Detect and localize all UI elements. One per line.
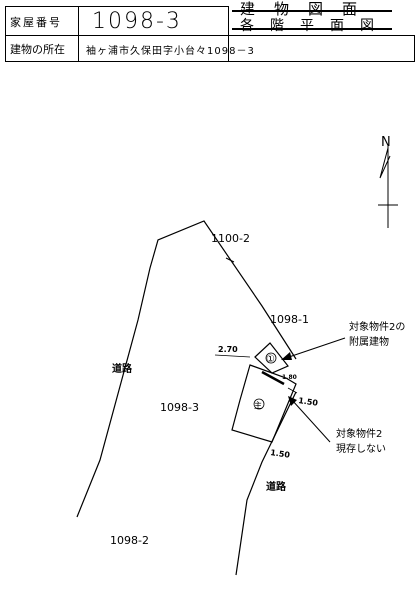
north-arrow [378,145,398,228]
annex-arrow-head [281,352,292,360]
location-label: 建物の所在 [10,43,65,56]
road-boundary-right [235,391,297,576]
lot-1100-2: 1100-2 [211,232,250,245]
dim-270: 2.70 [218,345,238,354]
north-label: N [381,135,391,150]
circle-main: 主 [254,400,262,410]
title-line1: 建 物 図 面 [240,0,360,18]
annex-building [254,342,289,374]
main-circle [253,398,265,410]
lot-boundary [76,220,297,518]
house-number-label: 家屋番号 [10,16,62,29]
header-right-border [414,35,415,62]
road-left: 道路 [112,362,133,375]
main-arrow-head [288,396,297,406]
main-arrow-line [291,399,331,443]
title-strike-2 [232,28,392,30]
header-col-divider [78,6,79,62]
house-number-value: 1098-3 [92,8,182,34]
annotation-main-line2: 現存しない [336,442,386,455]
dim-150b: 1.50 [270,448,291,460]
lot-1098-1: 1098-1 [270,313,309,326]
dim-150a-line [287,387,298,394]
tick-1100 [225,257,235,263]
circle-1: ① [266,354,275,365]
road-bottom: 道路 [266,480,287,493]
annotation-annex-line1: 対象物件2の [349,320,405,333]
main-building-shade [261,370,285,386]
dim-150a: 1.50 [298,396,319,408]
annotation-annex-line2: 附属建物 [349,335,389,348]
title-strike [232,10,392,12]
annotation-main-line1: 対象物件2 [336,427,382,440]
location-value: 袖ヶ浦市久保田字小台々1098－3 [86,45,255,57]
title-line2: 各 階 平 面 図 [240,18,375,34]
header-bottom-line [5,61,415,62]
lot-1098-3: 1098-3 [160,401,199,414]
annex-arrow-line [285,337,346,359]
main-building [231,364,297,443]
dim-270-line [214,354,251,358]
dim-180: 1.80 [282,374,297,381]
annex-circle [265,352,277,364]
lot-1098-2: 1098-2 [110,534,149,547]
header-row-divider [5,35,415,36]
